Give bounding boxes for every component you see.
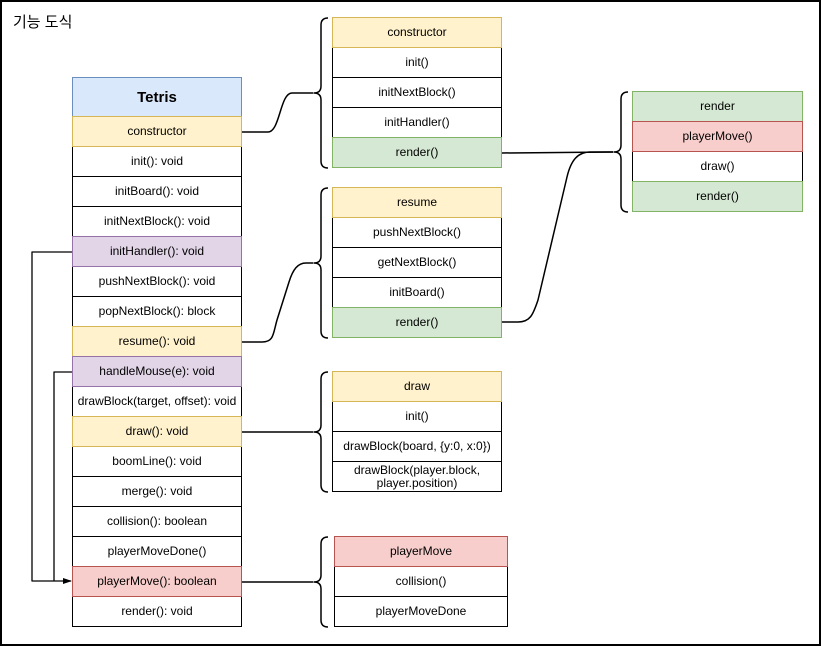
draw-row-init: init() <box>332 401 502 432</box>
constructor-box-title: constructor <box>332 17 502 48</box>
brace-constructor-box <box>313 17 329 169</box>
tetris-row-boomline: boomLine(): void <box>72 446 242 477</box>
playermove-row-playermovedone: playerMoveDone <box>334 596 508 627</box>
render-row-render: render() <box>632 181 803 212</box>
tetris-row-draw: draw(): void <box>72 416 242 447</box>
brace-draw-box <box>313 371 329 493</box>
render-row-draw: draw() <box>632 151 803 182</box>
resume-box-title: resume <box>332 187 502 218</box>
constructor-row-initnextblock: initNextBlock() <box>332 77 502 108</box>
resume-row-getnextblock: getNextBlock() <box>332 247 502 278</box>
tetris-class-title: Tetris <box>72 77 242 117</box>
resume-detail-box: resume pushNextBlock() getNextBlock() in… <box>332 187 502 338</box>
tetris-row-pushnextblock: pushNextBlock(): void <box>72 266 242 297</box>
connector-handlemouse-playermove <box>53 371 72 581</box>
tetris-row-popnextblock: popNextBlock(): block <box>72 296 242 327</box>
resume-row-pushnextblock: pushNextBlock() <box>332 217 502 248</box>
connector-constructor-render <box>501 151 614 154</box>
tetris-row-playermove: playerMove(): boolean <box>72 566 242 597</box>
tetris-row-collision: collision(): boolean <box>72 506 242 537</box>
resume-row-initboard: initBoard() <box>332 277 502 308</box>
connector-resume <box>242 262 313 343</box>
connector-inithandler-playermove <box>31 251 72 584</box>
draw-row-drawblock-player: drawBlock(player.block, player.position) <box>332 461 502 492</box>
connector-resume-render <box>502 151 613 323</box>
playermove-row-collision: collision() <box>334 566 508 597</box>
resume-row-render: render() <box>332 307 502 338</box>
playermove-box-title: playerMove <box>334 536 508 567</box>
tetris-row-initnextblock: initNextBlock(): void <box>72 206 242 237</box>
connector-constructor <box>242 92 313 133</box>
draw-box-title: draw <box>332 371 502 402</box>
draw-row-drawblock-board: drawBlock(board, {y:0, x:0}) <box>332 431 502 462</box>
brace-resume-box <box>313 187 329 339</box>
tetris-row-playermovedone: playerMoveDone() <box>72 536 242 567</box>
constructor-row-inithandler: initHandler() <box>332 107 502 138</box>
tetris-class-box: Tetris constructor init(): void initBoar… <box>72 77 242 627</box>
render-box-title: render <box>632 91 803 122</box>
diagram-title: 기능 도식 <box>13 14 73 31</box>
draw-detail-box: draw init() drawBlock(board, {y:0, x:0})… <box>332 371 502 492</box>
tetris-row-render: render(): void <box>72 596 242 627</box>
brace-playermove-box <box>313 536 329 628</box>
tetris-row-resume: resume(): void <box>72 326 242 357</box>
constructor-detail-box: constructor init() initNextBlock() initH… <box>332 17 502 168</box>
render-detail-box: render playerMove() draw() render() <box>632 91 803 212</box>
tetris-row-inithandler: initHandler(): void <box>72 236 242 267</box>
tetris-row-initboard: initBoard(): void <box>72 176 242 207</box>
render-row-playermove: playerMove() <box>632 121 803 152</box>
playermove-detail-box: playerMove collision() playerMoveDone <box>334 536 508 627</box>
tetris-row-merge: merge(): void <box>72 476 242 507</box>
constructor-row-init: init() <box>332 47 502 78</box>
tetris-row-handlemouse: handleMouse(e): void <box>72 356 242 387</box>
tetris-row-init: init(): void <box>72 146 242 177</box>
constructor-row-render: render() <box>332 137 502 168</box>
tetris-row-constructor: constructor <box>72 116 242 147</box>
brace-render-box <box>613 91 629 213</box>
tetris-row-drawblock: drawBlock(target, offset): void <box>72 386 242 417</box>
